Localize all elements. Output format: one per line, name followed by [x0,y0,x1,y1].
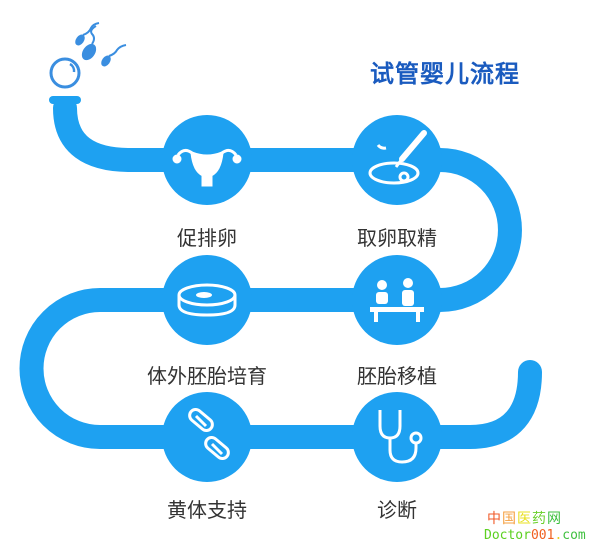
step-transfer-node [352,255,442,345]
watermark-part: com [562,528,586,543]
sperm-icon [49,22,127,89]
uterus-icon [172,148,242,187]
step-label: 取卵取精 [357,226,437,250]
transplant-icon [370,278,424,322]
watermark-domain: Doctor001.com [484,528,586,543]
watermark-char: 国 [502,511,517,527]
watermark-char: 药 [532,511,547,527]
step-ovulation-node [162,115,252,205]
watermark-char: 医 [517,511,532,527]
pipette-icon [368,130,427,185]
step-label: 体外胚胎培育 [147,364,267,388]
watermark-part: 001 [530,528,555,543]
step-label: 促排卵 [177,226,237,250]
petri-dish-icon [177,283,237,317]
watermark-char: 网 [547,511,562,527]
step-culture-node [162,255,252,345]
step-label: 诊断 [377,498,417,522]
watermark-site-name: 中国医药网 [487,508,562,528]
step-diagnosis-node [352,392,442,482]
pills-icon [188,408,230,460]
stethoscope-icon [378,410,423,464]
step-luteal-support-node [162,392,252,482]
step-label: 黄体支持 [167,498,247,522]
watermark-char: 中 [487,511,502,527]
watermark-part: . [554,528,563,543]
page-title: 试管婴儿流程 [370,60,520,88]
step-label: 胚胎移植 [357,364,437,388]
step-retrieval-node [352,115,442,205]
watermark-part: Doctor [484,528,531,543]
